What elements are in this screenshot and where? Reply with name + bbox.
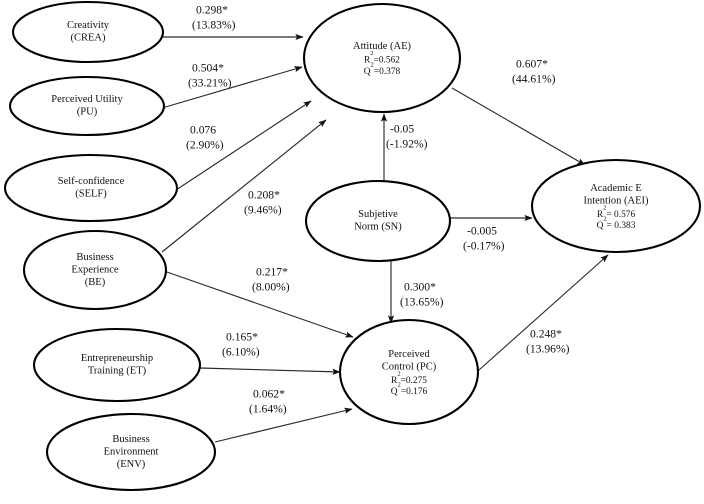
node-ellipse-crea (11, 0, 165, 64)
node-stat-line: R2=0.562 (364, 50, 400, 66)
edge-labels-layer: 0.298* (13.83%) 0.504* (33.21%) 0.076 (2.90%)… (186, 4, 570, 416)
path-arrow-be-pc (163, 270, 354, 338)
node-title-line: Business (76, 252, 113, 263)
path-arrow-be-ae (161, 119, 327, 253)
node-title-line: Perceived Utility (51, 94, 123, 105)
node-title-line: Subjetive (358, 209, 398, 220)
node-crea[interactable]: Creativity (CREA) (11, 0, 165, 64)
node-ellipse-aei (530, 158, 702, 254)
node-title-line: Control (PC) (382, 362, 437, 373)
node-stat-line: Q2=0.176 (391, 382, 428, 398)
edge-coefficient: 0.076 (190, 124, 216, 137)
edge-percent: (9.46%) (244, 204, 282, 217)
edge-coefficient: 0.165* (226, 331, 258, 344)
node-title-line: Training (ET) (88, 366, 147, 377)
edge-percent: (2.90%) (186, 139, 224, 152)
node-ellipse-self (3, 153, 179, 223)
edge-percent: (-1.92%) (386, 138, 428, 151)
edges-layer (161, 33, 609, 443)
edge-percent: (8.00%) (252, 281, 290, 294)
node-title-line: Norm (SN) (354, 222, 402, 233)
node-title-line: Experience (71, 264, 119, 275)
edge-percent: (13.83%) (192, 19, 236, 32)
edge-label-pu-ae: 0.504* (33.21%) (188, 62, 232, 90)
node-ellipse-pc (338, 318, 480, 426)
edge-coefficient: 0.298* (196, 4, 228, 17)
path-arrow-ae-aei (451, 87, 586, 166)
edge-coefficient: -0.05 (390, 123, 414, 136)
path-arrow-env-pc (214, 407, 353, 443)
path-arrow-et-pc (199, 367, 341, 375)
edge-label-pc-aei: 0.248* (13.96%) (526, 328, 570, 356)
edge-coefficient: 0.208* (248, 189, 280, 202)
node-ellipse-pu (8, 75, 166, 137)
node-title-line: Environment (104, 446, 159, 457)
path-arrow-pu-ae (161, 66, 303, 109)
node-title-line: Attitude (AE) (353, 41, 412, 52)
edge-label-self-ae: 0.076 (2.90%) (186, 124, 224, 152)
node-title-line: Intention (AEI) (583, 196, 649, 207)
edge-label-ae-aei: 0.607* (44.61%) (512, 58, 556, 86)
edge-coefficient: 0.607* (516, 58, 548, 71)
edge-percent: (13.65%) (400, 296, 444, 309)
node-title-line: (BE) (85, 277, 106, 288)
edge-label-sn-pc: 0.300* (13.65%) (400, 281, 444, 309)
edge-coefficient: 0.062* (253, 388, 285, 401)
edge-percent: (13.96%) (526, 343, 570, 356)
node-stat-line: R2= 0.576 (597, 205, 636, 221)
edge-label-env-pc: 0.062* (1.64%) (249, 388, 287, 416)
edge-percent: (33.21%) (188, 77, 232, 90)
node-ellipse-et (32, 327, 202, 403)
node-title-line: (CREA) (71, 33, 107, 44)
edge-coefficient: -0.005 (467, 225, 497, 238)
edge-percent: (44.61%) (512, 73, 556, 86)
node-title-line: Creativity (67, 20, 110, 31)
node-ellipse-ae (302, 2, 462, 114)
path-arrow-self-ae (175, 100, 312, 191)
edge-coefficient: 0.300* (404, 281, 436, 294)
edge-percent: (6.10%) (222, 346, 260, 359)
edge-label-be-ae: 0.208* (9.46%) (244, 189, 282, 217)
node-pu[interactable]: Perceived Utility (PU) (8, 75, 166, 137)
node-ellipse-be (22, 229, 168, 311)
edge-coefficient: 0.217* (256, 266, 288, 279)
node-title-line: (SELF) (75, 189, 107, 200)
edge-label-crea-ae: 0.298* (13.83%) (192, 4, 236, 32)
node-title-line: Entrepreneurship (81, 353, 153, 364)
edge-label-sn-aei: -0.005 (-0.17%) (463, 225, 505, 253)
node-title-line: Self-confidence (58, 176, 125, 187)
edge-label-be-pc: 0.217* (8.00%) (252, 266, 290, 294)
node-ellipse-sn (304, 179, 452, 263)
node-title-line: Academic E (590, 183, 642, 194)
edge-coefficient: 0.504* (192, 62, 224, 75)
node-stat-line: Q2= 0.383 (597, 216, 636, 232)
node-title-line: Business (112, 434, 149, 445)
node-ellipse-env (45, 412, 217, 492)
edge-label-sn-ae: -0.05 (-1.92%) (386, 123, 428, 151)
node-title-line: (ENV) (117, 459, 146, 470)
node-stat-line: Q2=0.378 (364, 61, 401, 77)
edge-percent: (-0.17%) (463, 240, 505, 253)
node-title-line: Perceived (388, 349, 430, 360)
node-self[interactable]: Self-confidence (SELF) (3, 153, 179, 223)
nodes-layer: Creativity (CREA) Perceived Utility (PU) Sel… (3, 0, 702, 492)
node-title-line: (PU) (77, 107, 98, 118)
edge-label-et-pc: 0.165* (6.10%) (222, 331, 260, 359)
path-arrow-pc-aei (469, 254, 609, 379)
node-stat-line: R2=0.275 (391, 371, 427, 387)
edge-coefficient: 0.248* (530, 328, 562, 341)
edge-percent: (1.64%) (249, 403, 287, 416)
